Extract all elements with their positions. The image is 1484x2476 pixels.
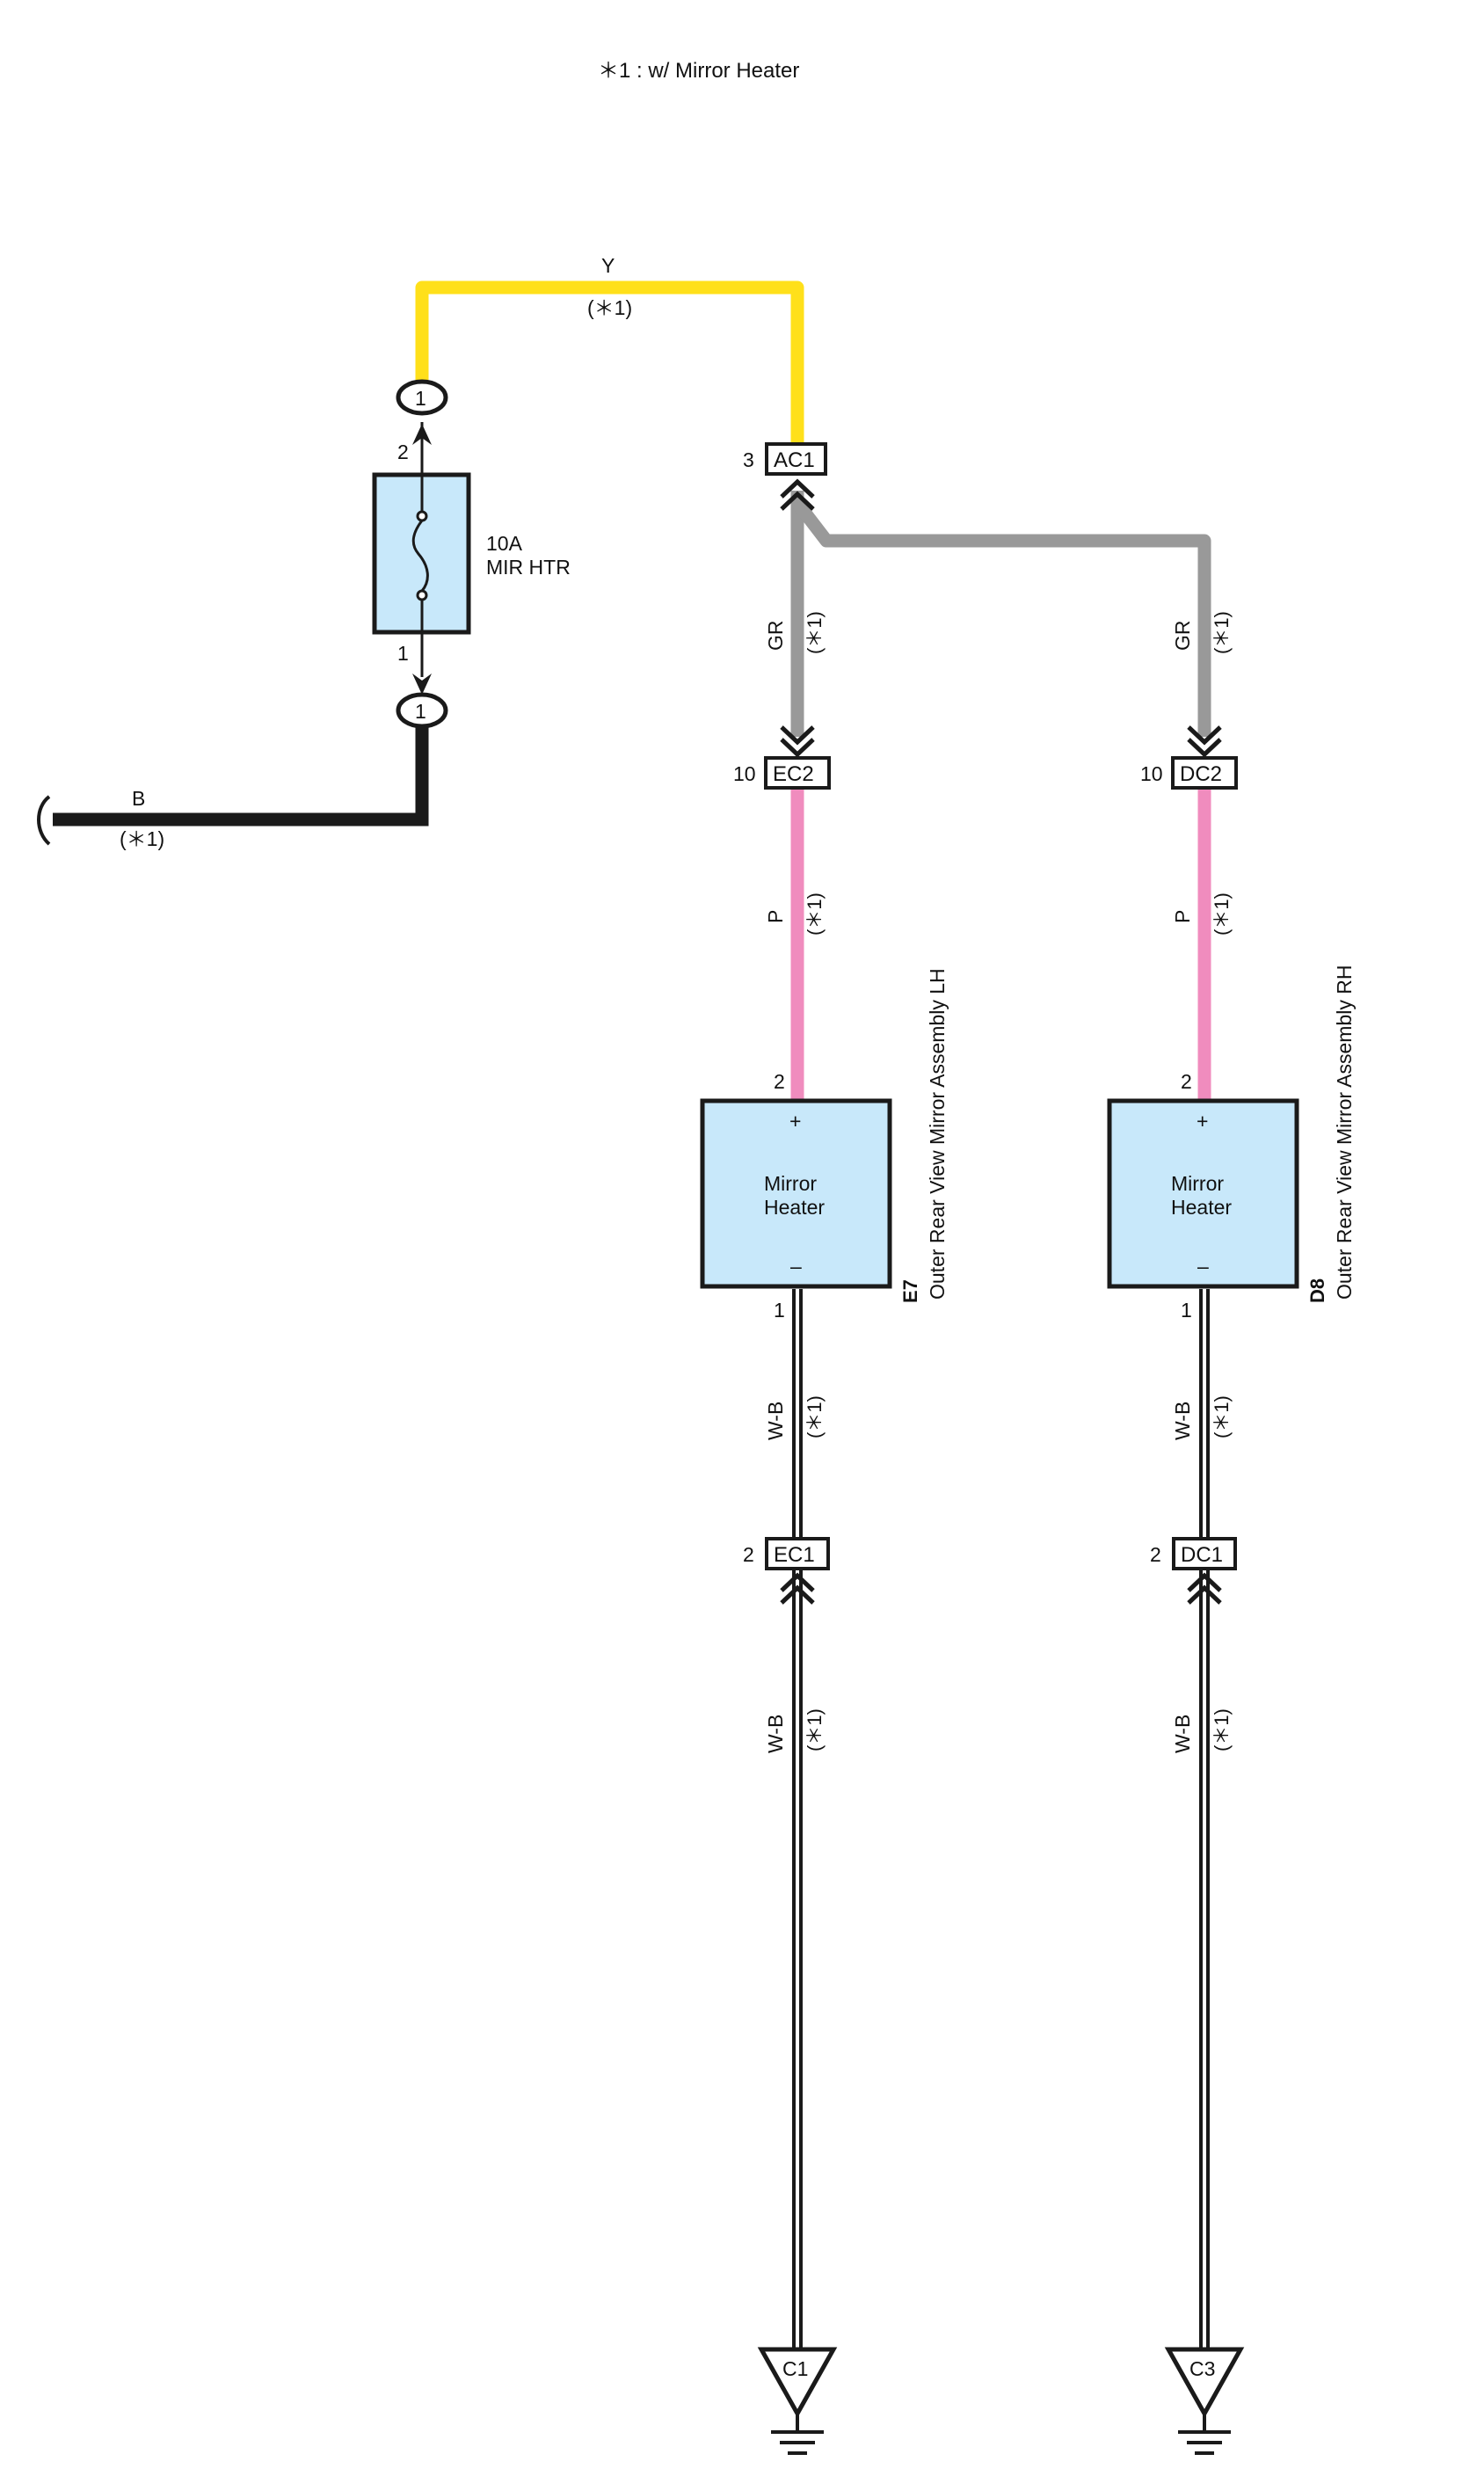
component-e7: 2 + Mirror Heater – 1 E7 Outer Rear View… [700,968,949,1322]
double-arrow-up-icon [780,1572,815,1605]
e7-minus-sign: – [790,1255,802,1278]
wire-wb-lh-lower-note: (＊1) [804,1708,826,1751]
ground-c3-label: C3 [1189,2357,1215,2380]
ground-icon [771,2414,824,2455]
connector-ac1: AC1 3 [743,442,827,476]
connector-dc1: DC1 2 [1150,1537,1237,1570]
wire-break-icon [37,795,51,846]
double-arrow-up-icon [780,478,815,511]
ground-icon [1178,2414,1231,2455]
wire-wb-upper [792,1289,1210,1539]
wire-b-note: (＊1) [120,827,164,850]
d8-name: Outer Rear View Mirror Assembly RH [1333,965,1356,1300]
fuse-pin-top: 2 [397,441,409,463]
wire-b-color-label: B [132,787,145,810]
wire-wb-lh-upper-note: (＊1) [804,1395,826,1438]
wire-wb-rh-upper-color-label: W-B [1171,1402,1194,1440]
connector-dc2: DC2 10 [1140,756,1238,790]
svg-text:EC1: EC1 [774,1543,815,1567]
wire-gr [790,491,1211,737]
wire-p-rh-note: (＊1) [1211,892,1233,936]
fuse-pin-bottom: 1 [397,642,409,665]
double-arrow-down-icon [780,725,815,758]
fuse-name: MIR HTR [486,556,571,579]
wire-y [415,280,804,442]
wire-p-lh-color-label: P [764,910,787,923]
e7-pin-minus: 1 [774,1299,785,1322]
svg-text:DC1: DC1 [1181,1543,1223,1567]
wire-p-lh-note: (＊1) [804,892,826,936]
wire-wb-lower [792,1570,1210,2349]
fuse-term-bottom: 1 [415,700,426,723]
component-d8: 2 + Mirror Heater – 1 D8 Outer Rear View… [1107,965,1356,1322]
connector-ac1-pin: 3 [743,448,754,471]
wire-y-color-label: Y [601,254,615,277]
double-arrow-down-icon [1187,725,1222,758]
wire-p-rh-color-label: P [1171,910,1194,923]
d8-code: D8 [1306,1278,1328,1303]
e7-name: Outer Rear View Mirror Assembly LH [926,968,949,1300]
svg-text:DC2: DC2 [1180,762,1222,786]
wire-p [790,790,1211,1099]
wire-gr-lh-color-label: GR [764,621,787,652]
d8-pin-minus: 1 [1181,1299,1192,1322]
wire-wb-lh-lower-color-label: W-B [764,1715,787,1753]
svg-text:AC1: AC1 [774,448,815,472]
ground-c3: C3 [1164,2347,1245,2455]
d8-plus-sign: + [1197,1110,1208,1132]
connector-dc1-pin: 2 [1150,1543,1161,1566]
wire-wb-rh-lower-note: (＊1) [1211,1708,1233,1751]
arrow-down-icon [412,674,432,695]
wire-b [37,726,429,846]
fuse-term-top: 1 [415,387,426,410]
e7-pin-plus: 2 [774,1070,785,1093]
fuse: 1 2 1 1 [372,379,471,729]
d8-label-line2: Heater [1171,1196,1232,1219]
ground-c1-label: C1 [782,2357,808,2380]
connector-ec1-pin: 2 [743,1543,754,1566]
e7-plus-sign: + [789,1110,801,1132]
svg-text:EC2: EC2 [773,762,814,786]
wire-gr-lh-note: (＊1) [804,611,826,654]
e7-label-line1: Mirror [764,1172,817,1195]
wire-wb-rh-upper-note: (＊1) [1211,1395,1233,1438]
e7-code: E7 [899,1279,921,1303]
connector-ec2-pin: 10 [733,762,756,785]
ground-c1: C1 [757,2347,838,2455]
fuse-icon [411,475,429,632]
wire-gr-rh-color-label: GR [1171,621,1194,652]
connector-ec2: EC2 10 [733,756,831,790]
double-arrow-up-icon [1187,1572,1222,1605]
connector-ec1: EC1 2 [743,1537,830,1570]
wire-wb-lh-upper-color-label: W-B [764,1402,787,1440]
connector-dc2-pin: 10 [1140,762,1163,785]
wire-y-note: (＊1) [587,296,632,319]
legend-note: ＊1 : w/ Mirror Heater [598,59,799,83]
fuse-rating: 10A [486,532,523,555]
d8-label-line1: Mirror [1171,1172,1224,1195]
d8-pin-plus: 2 [1181,1070,1192,1093]
wire-gr-rh-note: (＊1) [1211,611,1233,654]
e7-label-line2: Heater [764,1196,825,1219]
wire-wb-rh-lower-color-label: W-B [1171,1715,1194,1753]
d8-minus-sign: – [1197,1255,1209,1278]
